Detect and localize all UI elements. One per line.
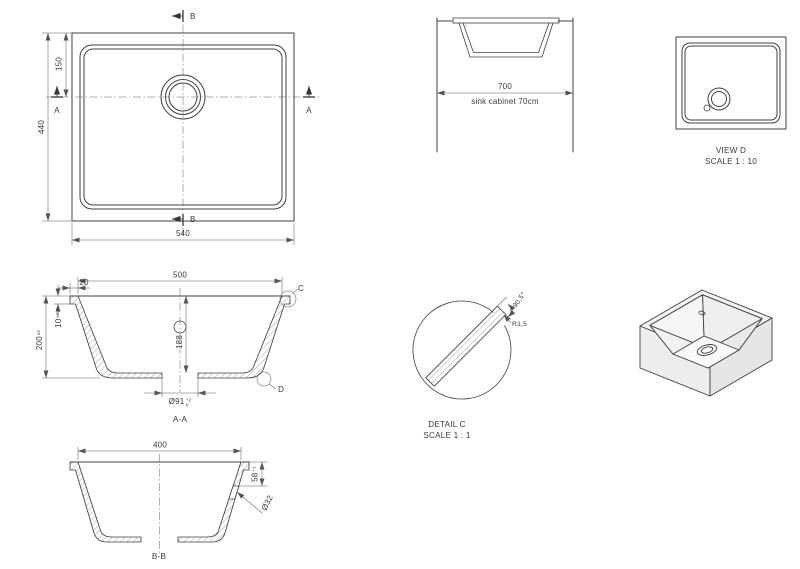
dim-label-bowl-opening: 400	[153, 441, 167, 450]
detail-wall-section	[425, 305, 507, 387]
dim-label-cabinet-width: 700	[498, 82, 512, 91]
overflow-leader	[236, 491, 263, 514]
detail-c-title: DETAIL C	[428, 420, 466, 429]
view-d-scale: SCALE 1 : 10	[705, 157, 757, 166]
plan-view: B B A A 150 440 540	[37, 10, 320, 245]
dim-label-bowl-opening: 500	[173, 271, 187, 280]
dim-label-bowl-depth: 188	[175, 335, 184, 349]
cut-wall-left	[69, 295, 163, 379]
detail-c-marker-label: C	[298, 284, 304, 293]
section-marker-b-top: B	[190, 12, 196, 21]
section-aa-label: A-A	[173, 415, 188, 424]
cut-wall-right	[177, 461, 250, 543]
cabinet-front-view: 700 sink cabinet 70cm	[436, 17, 574, 153]
detail-d-marker-label: D	[278, 385, 284, 394]
dim-label-flange-width: 20	[79, 278, 89, 287]
detail-c-circle	[279, 290, 297, 308]
dim-label-overflow-depth: 58+1	[251, 466, 260, 482]
cabinet-caption: sink cabinet 70cm	[471, 97, 539, 106]
angle-dimension-arc	[507, 303, 516, 318]
overflow-hole-cut	[228, 485, 240, 500]
dim-label-drain-offset: 150	[55, 57, 64, 71]
dim-label-overall-height: 200±2	[35, 330, 44, 351]
detail-c-scale: SCALE 1 : 1	[423, 431, 471, 440]
dim-label-rim-thickness: 10±0,5	[54, 308, 63, 328]
detail-boundary-arc	[412, 300, 512, 400]
detail-angle-label: 90,5°	[511, 291, 527, 310]
cut-wall-right	[197, 295, 291, 379]
section-marker-a-right: A	[306, 106, 312, 115]
view-d-outer-outline	[675, 36, 787, 130]
view-d: VIEW D SCALE 1 : 10	[675, 36, 787, 166]
detail-c-view: 90,5° R1,5 DETAIL C SCALE 1 : 1	[412, 291, 528, 440]
section-b-b: 400 58+1 Ø32 B-B	[69, 441, 275, 561]
isometric-view	[639, 289, 773, 397]
dim-label-overall-width: 540	[176, 229, 190, 238]
dim-label-overall-depth: 440	[37, 120, 46, 134]
detail-radius-label: R1,5	[512, 321, 527, 328]
sink-cross-section-profile	[452, 17, 560, 58]
section-marker-b-bottom: B	[190, 215, 196, 224]
cut-wall-left	[69, 461, 142, 543]
overflow-hole-iso	[698, 310, 706, 316]
detail-d-circle	[256, 371, 272, 387]
view-d-drain-circles	[703, 87, 731, 112]
dim-label-overflow-hole: Ø32	[260, 494, 275, 512]
section-bb-label: B-B	[152, 552, 167, 561]
section-marker-a-left: A	[54, 106, 60, 115]
view-d-title: VIEW D	[716, 146, 746, 155]
